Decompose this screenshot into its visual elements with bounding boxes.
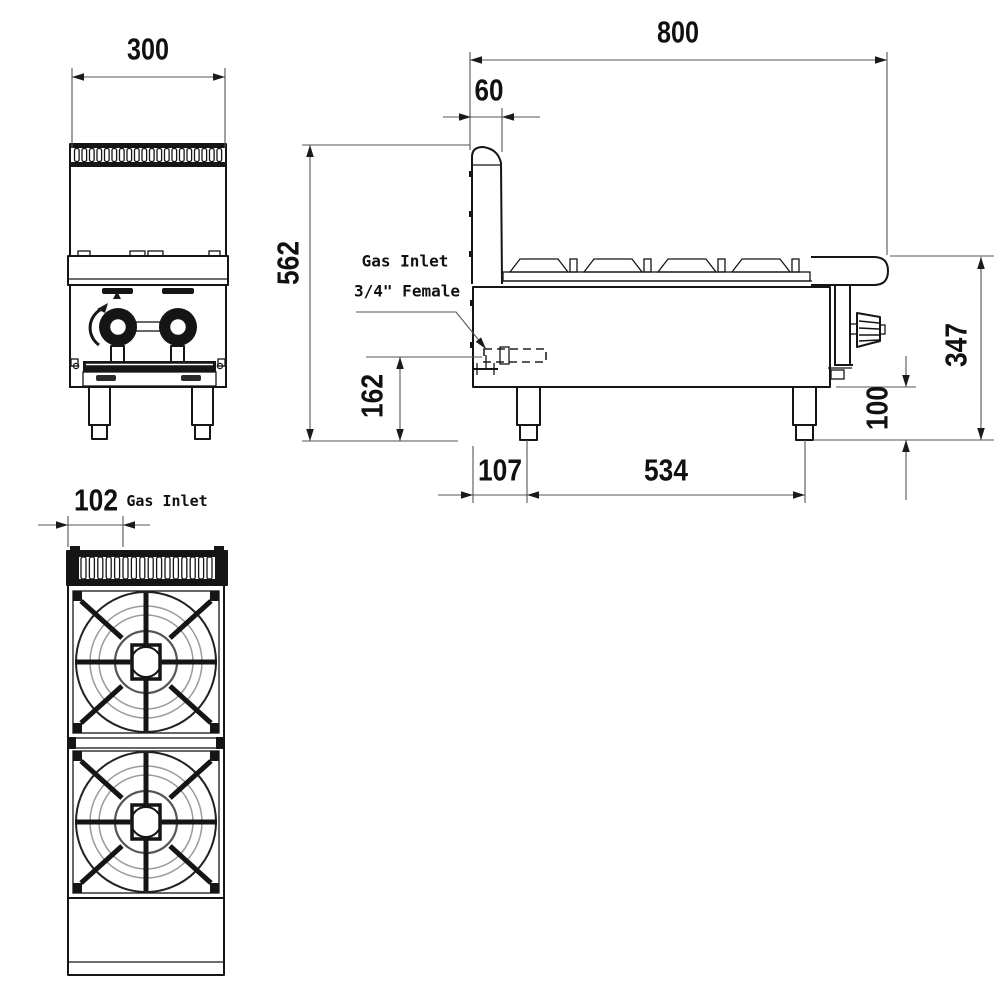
leader-arrow-icon (475, 337, 486, 349)
knob-bracket (135, 321, 161, 332)
top-view (66, 546, 228, 976)
dim-leg-offsets: 107 534 (438, 440, 806, 503)
gas-inlet-annotation: Gas Inlet 3/4" Female (354, 252, 487, 350)
top-burner-front (73, 751, 219, 893)
side-front-foot (795, 424, 814, 441)
side-rear-leg (516, 386, 541, 426)
top-front-panel (67, 897, 225, 976)
control-knob-left (88, 291, 137, 347)
vent-end-cap (67, 551, 79, 585)
vent-bottom-rail (70, 162, 226, 166)
front-backsplash-panel (69, 165, 227, 257)
vent-corner-tab (70, 546, 80, 551)
drip-tray-rail (83, 361, 216, 372)
top-burner-rear (73, 591, 219, 733)
side-front-leg (792, 386, 817, 426)
gas-inlet-fitting (473, 346, 547, 375)
grate-mid-rail (67, 737, 225, 749)
dim-162-label: 162 (355, 374, 390, 418)
knob-stem (170, 345, 185, 363)
dim-102-label: 102 (74, 483, 118, 518)
leader-line (356, 311, 487, 350)
backsplash-tabs (469, 171, 473, 257)
dim-leg-height: 100 (836, 356, 916, 500)
corner-bracket (217, 358, 226, 367)
panel-slot (162, 288, 194, 294)
apron-foot-tab (830, 369, 845, 380)
dim-347-label: 347 (939, 323, 974, 367)
front-vent-slots (73, 147, 223, 163)
side-pan-supports (508, 258, 800, 273)
drip-tray-body (82, 371, 217, 387)
side-grate-bar (502, 271, 811, 282)
dim-60-label: 60 (475, 73, 504, 108)
dim-562-label: 562 (271, 241, 306, 285)
knob-bezel-arc (88, 308, 101, 347)
knob-pointer-icon (113, 291, 121, 299)
front-leg (88, 386, 111, 426)
dim-100-label: 100 (860, 386, 895, 430)
side-backsplash (471, 146, 504, 285)
top-gas-inlet-label: Gas Inlet (126, 492, 207, 510)
front-foot (91, 424, 108, 440)
side-knob (849, 312, 886, 348)
dim-body-height: 347 (813, 255, 994, 441)
side-bullnose (811, 256, 889, 286)
dim-800-label: 800 (657, 15, 699, 50)
front-view (67, 143, 229, 440)
control-knob-right (159, 308, 197, 346)
front-cooktop-band (67, 255, 229, 286)
vent-corner-tab (214, 546, 224, 551)
vent-end-cap (215, 551, 227, 585)
tray-slot (181, 375, 201, 381)
side-view (469, 146, 889, 441)
dim-534-label: 534 (644, 453, 689, 488)
gas-inlet-label: Gas Inlet (362, 252, 449, 271)
dim-inlet-offset: 102 Gas Inlet (38, 483, 208, 547)
dim-splash-depth: 60 (443, 73, 540, 152)
dim-107-label: 107 (478, 453, 522, 488)
front-foot (194, 424, 211, 440)
side-rear-foot (519, 424, 538, 441)
knob-stem (110, 345, 125, 363)
tray-slot (96, 375, 116, 381)
dim-overall-depth: 800 (469, 15, 888, 255)
corner-bracket (70, 358, 79, 367)
top-vent-slots (80, 556, 213, 580)
front-leg (191, 386, 214, 426)
knob-pointer-icon (97, 303, 108, 313)
panel-slot (102, 288, 133, 294)
dim-inlet-height: 162 (355, 356, 482, 441)
vent-top-rail (70, 144, 226, 148)
dim-front-width: 300 (71, 32, 226, 148)
gas-inlet-spec-label: 3/4" Female (354, 282, 460, 301)
dim-overall-height: 562 (271, 144, 470, 442)
side-body (472, 286, 831, 388)
body-tabs (470, 300, 474, 348)
dim-300-label: 300 (127, 32, 169, 67)
